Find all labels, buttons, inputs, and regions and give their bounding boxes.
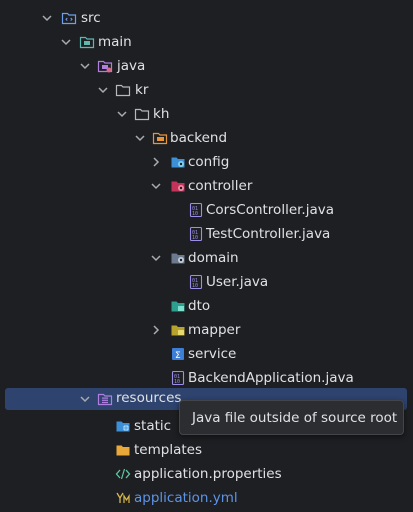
chevron-down-icon[interactable]	[115, 107, 129, 121]
tree-item-label: User.java	[206, 274, 269, 290]
tree-item-label: controller	[188, 178, 253, 194]
java-file-icon: 01 10	[189, 202, 203, 218]
chevron-down-icon[interactable]	[149, 179, 163, 193]
tree-item-controller[interactable]: controller	[0, 175, 413, 199]
tree-item-application-properties[interactable]: application.properties	[0, 463, 413, 487]
package-backend-icon	[152, 132, 168, 145]
chevron-right-icon[interactable]	[149, 155, 163, 169]
java-file-icon: 01 10	[189, 226, 203, 242]
tree-item-label: dto	[188, 298, 211, 314]
mapper-package-icon	[171, 325, 185, 336]
tree-item-application-yml[interactable]: application.yml	[0, 487, 413, 511]
tree-item-main[interactable]: main	[0, 31, 413, 55]
java-source-root-icon	[97, 60, 113, 73]
package-folder-icon	[115, 84, 131, 97]
controller-package-icon	[171, 181, 185, 192]
tree-item-java[interactable]: java	[0, 55, 413, 79]
tooltip-text: Java file outside of source root	[192, 410, 398, 426]
svg-text:01: 01	[192, 206, 198, 212]
clipped-row-fragment	[40, 0, 100, 2]
config-package-icon	[171, 157, 185, 168]
tree-item-label: BackendApplication.java	[188, 370, 354, 386]
tree-item-cors-controller[interactable]: 01 10 CorsController.java	[0, 199, 413, 223]
properties-file-icon	[115, 468, 131, 480]
tooltip: Java file outside of source root	[179, 400, 404, 435]
chevron-down-icon[interactable]	[149, 251, 163, 265]
tree-item-mapper[interactable]: mapper	[0, 319, 413, 343]
java-file-icon: 01 10	[189, 274, 203, 290]
tree-item-label: TestController.java	[206, 226, 331, 242]
tree-item-config[interactable]: config	[0, 151, 413, 175]
tree-item-backend-application[interactable]: 01 10 BackendApplication.java	[0, 367, 413, 391]
tree-item-label: backend	[170, 130, 228, 146]
tree-item-label: src	[81, 10, 101, 26]
tree-item-label: service	[188, 346, 237, 362]
tree-item-label: application.properties	[134, 466, 282, 482]
package-folder-icon	[134, 108, 150, 121]
yaml-file-icon	[116, 492, 130, 503]
svg-text:01: 01	[174, 374, 180, 380]
java-file-icon: 01 10	[171, 370, 185, 386]
tree-item-label: application.yml	[134, 490, 238, 506]
tree-item-src[interactable]: src	[0, 7, 413, 31]
chevron-down-icon[interactable]	[133, 131, 147, 145]
tree-item-label: templates	[134, 442, 202, 458]
web-folder-icon	[116, 421, 130, 432]
tree-item-label: java	[117, 58, 146, 74]
folder-icon	[116, 445, 130, 456]
tree-item-label: resources	[116, 390, 182, 406]
tree-item-label: kh	[153, 106, 170, 122]
tree-item-kh[interactable]: kh	[0, 103, 413, 127]
chevron-down-icon[interactable]	[96, 83, 110, 97]
dto-package-icon	[171, 301, 185, 312]
tree-item-test-controller[interactable]: 01 10 TestController.java	[0, 223, 413, 247]
chevron-down-icon[interactable]	[59, 35, 73, 49]
service-package-icon: Σ	[172, 348, 184, 361]
module-folder-icon	[79, 36, 95, 49]
svg-text:10: 10	[192, 283, 198, 289]
tree-item-dto[interactable]: dto	[0, 295, 413, 319]
svg-text:01: 01	[192, 278, 198, 284]
svg-text:10: 10	[174, 379, 180, 385]
tree-item-domain[interactable]: domain	[0, 247, 413, 271]
svg-text:Σ: Σ	[175, 351, 181, 361]
domain-package-icon	[171, 253, 185, 264]
tree-item-label: config	[188, 154, 230, 170]
tree-item-templates[interactable]: templates	[0, 439, 413, 463]
chevron-right-icon[interactable]	[149, 323, 163, 337]
svg-text:10: 10	[192, 211, 198, 217]
source-folder-icon	[61, 12, 77, 25]
resources-folder-icon	[97, 393, 113, 406]
tree-item-label: static	[134, 418, 172, 434]
tree-item-static[interactable]: static	[0, 415, 413, 439]
tree-item-user[interactable]: 01 10 User.java	[0, 271, 413, 295]
chevron-down-icon[interactable]	[78, 59, 92, 73]
tree-item-service[interactable]: Σ service	[0, 343, 413, 367]
chevron-down-icon[interactable]	[40, 11, 54, 25]
tree-item-backend[interactable]: backend	[0, 127, 413, 151]
tree-item-label: mapper	[188, 322, 241, 338]
tree-item-kr[interactable]: kr	[0, 79, 413, 103]
tree-item-label: main	[98, 34, 132, 50]
svg-text:01: 01	[192, 230, 198, 236]
tree-item-label: domain	[188, 250, 239, 266]
chevron-down-icon[interactable]	[78, 392, 92, 406]
tree-item-label: kr	[135, 82, 149, 98]
tree-item-label: CorsController.java	[206, 202, 335, 218]
svg-text:10: 10	[192, 235, 198, 241]
